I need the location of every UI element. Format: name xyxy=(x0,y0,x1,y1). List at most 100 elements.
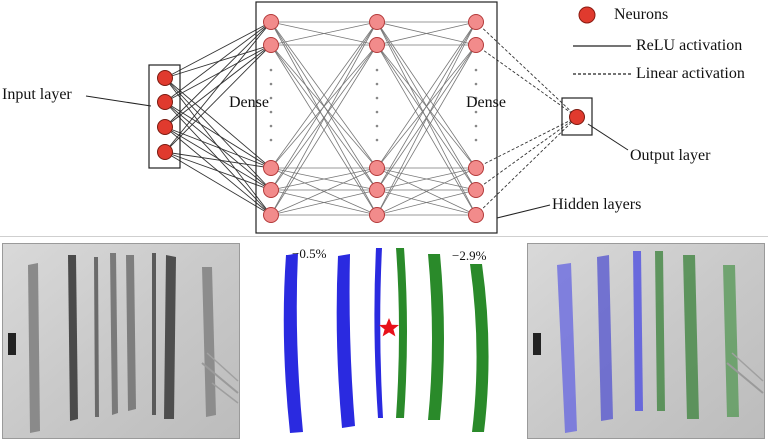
legend-linear-label: Linear activation xyxy=(636,65,745,82)
ellipsis-dot xyxy=(375,82,379,86)
legend-relu-label: ReLU activation xyxy=(636,37,743,54)
neurons xyxy=(157,14,585,223)
hidden-neuron xyxy=(468,182,484,198)
hidden-edge xyxy=(270,21,378,169)
input-neuron xyxy=(157,119,173,135)
input-layer-leader xyxy=(85,95,152,107)
hidden-edge xyxy=(270,44,378,191)
strain-strip-3 xyxy=(374,248,383,418)
hidden-edge xyxy=(270,167,378,216)
raw-xray-image xyxy=(2,243,240,439)
ellipsis-dot xyxy=(474,110,478,114)
input-edge xyxy=(164,126,272,191)
hidden-edge xyxy=(376,44,477,216)
hidden-edge xyxy=(270,21,378,191)
hidden-edge xyxy=(270,21,378,216)
legend-neurons-label: Neurons xyxy=(614,6,669,23)
hidden-neuron xyxy=(263,160,279,176)
output-layer-leader xyxy=(587,123,629,151)
input-edge xyxy=(164,21,272,79)
input-neuron xyxy=(157,70,173,86)
hidden-edge xyxy=(376,21,477,169)
ellipsis-dot xyxy=(269,124,273,128)
hidden-neuron xyxy=(263,207,279,223)
ellipsis-dot xyxy=(474,82,478,86)
hidden-neuron xyxy=(369,182,385,198)
ellipsis-dot xyxy=(474,124,478,128)
input-edge xyxy=(164,44,272,128)
ellipsis-dot xyxy=(474,68,478,72)
legend-neuron-icon xyxy=(578,6,596,24)
hidden-edge xyxy=(376,167,477,216)
hidden-edge xyxy=(270,44,378,216)
input-edge xyxy=(164,44,272,153)
strain-right-value: −2.9% xyxy=(452,248,487,263)
red-star-marker xyxy=(379,318,399,337)
strain-strip-1 xyxy=(283,253,303,433)
hidden-layers-box xyxy=(255,1,498,234)
ellipsis-dot xyxy=(269,68,273,72)
input-edge xyxy=(164,101,272,191)
ellipsis-dots xyxy=(269,68,478,142)
hidden-neuron xyxy=(369,160,385,176)
hidden-neuron xyxy=(468,37,484,53)
strain-strip-4 xyxy=(396,248,407,418)
strain-map xyxy=(270,240,520,440)
ellipsis-dot xyxy=(269,138,273,142)
output-edge xyxy=(475,116,578,191)
network-diagram xyxy=(85,1,631,234)
ellipsis-dot xyxy=(269,110,273,114)
ellipsis-dot xyxy=(474,138,478,142)
hidden-layers-label: Hidden layers xyxy=(552,196,642,213)
relu-connections xyxy=(164,21,477,216)
ellipsis-dot xyxy=(269,82,273,86)
input-layer-box xyxy=(148,64,181,169)
dense-left-label: Dense xyxy=(229,94,269,111)
hidden-neuron xyxy=(468,207,484,223)
output-neuron xyxy=(569,109,585,125)
input-edge xyxy=(164,44,272,103)
input-neuron xyxy=(157,94,173,110)
ellipsis-dot xyxy=(375,124,379,128)
ellipsis-dot xyxy=(375,110,379,114)
hidden-edge xyxy=(270,189,378,216)
input-edge xyxy=(164,77,272,191)
output-edge xyxy=(475,116,578,169)
ellipsis-dot xyxy=(269,96,273,100)
hidden-neuron xyxy=(369,37,385,53)
input-edge xyxy=(164,21,272,103)
output-edge xyxy=(475,116,578,216)
ellipsis-dot xyxy=(375,96,379,100)
output-edge xyxy=(475,44,578,118)
output-layer-box xyxy=(561,97,593,136)
hidden-neuron xyxy=(263,182,279,198)
hidden-neuron xyxy=(468,14,484,30)
hidden-neuron xyxy=(369,14,385,30)
hidden-neuron xyxy=(263,14,279,30)
strain-left-value: −0.5% xyxy=(292,246,327,261)
input-neuron xyxy=(157,144,173,160)
hidden-edge xyxy=(376,21,477,191)
ellipsis-dot xyxy=(375,138,379,142)
linear-connections xyxy=(475,21,578,216)
strain-strip-6 xyxy=(470,264,489,432)
hidden-layers-leader xyxy=(496,204,551,219)
strain-strip-2 xyxy=(336,254,355,428)
section-divider xyxy=(0,236,768,237)
hidden-edge xyxy=(376,44,477,191)
overlay-xray-image xyxy=(527,243,765,439)
hidden-edge xyxy=(270,21,378,46)
hidden-edge xyxy=(376,21,477,46)
input-edge xyxy=(164,151,272,169)
ellipsis-dot xyxy=(375,68,379,72)
input-edge xyxy=(164,21,272,153)
dense-right-label: Dense xyxy=(466,94,506,111)
input-edge xyxy=(164,151,272,191)
input-edge xyxy=(164,21,272,128)
hidden-neuron xyxy=(369,207,385,223)
output-layer-label: Output layer xyxy=(630,147,711,164)
hidden-edge xyxy=(376,21,477,216)
hidden-neuron xyxy=(468,160,484,176)
ellipsis-dot xyxy=(474,96,478,100)
input-edge xyxy=(164,151,272,216)
